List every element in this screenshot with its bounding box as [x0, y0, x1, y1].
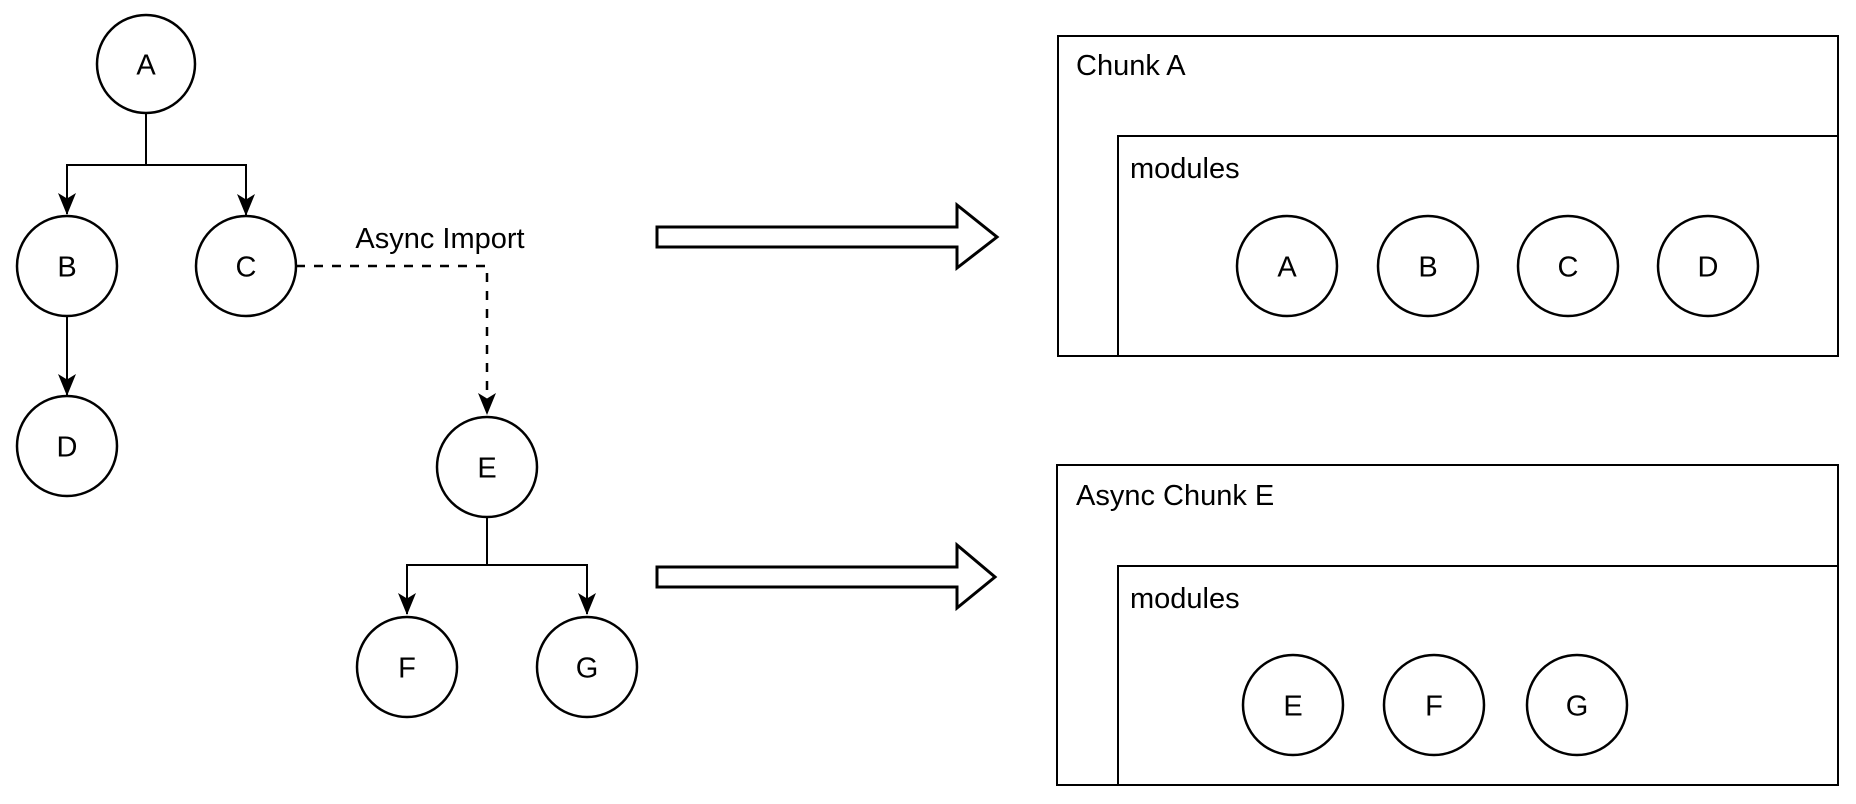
graph-node-b: B — [15, 214, 119, 318]
graph-node-c: C — [194, 214, 298, 318]
node-label: F — [398, 653, 416, 685]
module-label: A — [1277, 252, 1297, 284]
module-circle — [1382, 653, 1486, 757]
node-circle — [15, 394, 119, 498]
async-chunk-e-module-f: F — [1382, 653, 1486, 757]
graph-node-e: E — [435, 415, 539, 519]
chunk-a-title: Chunk A — [1076, 50, 1186, 82]
graph-node-g: G — [535, 615, 639, 719]
module-circle — [1241, 653, 1345, 757]
async-chunk-e-modules-box — [1117, 565, 1839, 786]
edge-e-to-g — [487, 564, 596, 615]
chunk-a-module-c: C — [1516, 214, 1620, 318]
module-circle — [1235, 214, 1339, 318]
chunk-a-module-b: B — [1376, 214, 1480, 318]
node-label: C — [236, 252, 257, 284]
graph-node-a: A — [95, 13, 197, 115]
module-label: C — [1558, 252, 1579, 284]
node-label: E — [477, 453, 496, 485]
async-chunk-e-modules-label: modules — [1130, 583, 1240, 615]
node-label: B — [57, 252, 76, 284]
module-label: B — [1418, 252, 1437, 284]
transform-arrow-top-icon — [655, 201, 1000, 272]
module-circle — [1656, 214, 1760, 318]
module-circle — [1376, 214, 1480, 318]
node-circle — [95, 13, 197, 115]
async-chunk-e-module-e: E — [1241, 653, 1345, 757]
node-circle — [435, 415, 539, 519]
node-circle — [535, 615, 639, 719]
async-chunk-e: Async Chunk E modules E F G — [1056, 464, 1839, 786]
module-graph: Async Import A B C D E — [15, 13, 639, 719]
edge-a-to-c — [146, 164, 255, 216]
edge-e-to-f — [398, 564, 487, 615]
node-label: A — [136, 50, 156, 82]
module-label: D — [1698, 252, 1719, 284]
edge-c-to-e-async — [296, 264, 496, 415]
chunk-a: Chunk A modules A B C D — [1057, 35, 1839, 357]
module-label: G — [1566, 691, 1589, 723]
module-label: E — [1283, 691, 1302, 723]
node-label: D — [57, 432, 78, 464]
chunk-a-module-d: D — [1656, 214, 1760, 318]
async-import-label: Async Import — [355, 223, 524, 255]
node-circle — [194, 214, 298, 318]
chunk-a-modules-label: modules — [1130, 153, 1240, 185]
edge-a-to-b — [58, 164, 146, 215]
module-label: F — [1425, 691, 1443, 723]
graph-node-f: F — [355, 615, 459, 719]
transform-arrow-bottom-icon — [655, 541, 998, 612]
module-circle — [1525, 653, 1629, 757]
async-chunk-e-title: Async Chunk E — [1076, 480, 1274, 512]
node-label: G — [576, 653, 599, 685]
module-circle — [1516, 214, 1620, 318]
chunk-a-module-a: A — [1235, 214, 1339, 318]
node-circle — [15, 214, 119, 318]
node-circle — [355, 615, 459, 719]
async-chunk-e-module-g: G — [1525, 653, 1629, 757]
graph-node-d: D — [15, 394, 119, 498]
